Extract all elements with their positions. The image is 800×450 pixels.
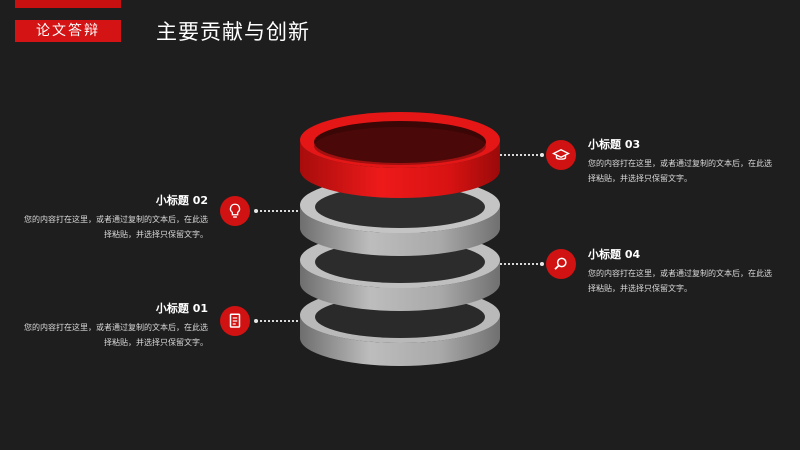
section-tag: 论文答辩 bbox=[15, 20, 121, 42]
item-03-body: 您的内容打在这里，或者通过复制的文本后，在此选择粘贴，并选择只保留文字。 bbox=[588, 159, 772, 183]
item-03: 小标题 03 您的内容打在这里，或者通过复制的文本后，在此选择粘贴，并选择只保留… bbox=[588, 136, 778, 186]
graduation-cap-icon bbox=[546, 140, 576, 170]
item-02: 小标题 02 您的内容打在这里，或者通过复制的文本后，在此选择粘贴，并选择只保留… bbox=[18, 192, 208, 242]
connector-04-end bbox=[540, 262, 544, 266]
connector-01 bbox=[256, 320, 298, 322]
magnifier-icon bbox=[546, 249, 576, 279]
item-04-body: 您的内容打在这里，或者通过复制的文本后，在此选择粘贴，并选择只保留文字。 bbox=[588, 269, 772, 293]
header-accent-bar bbox=[15, 0, 121, 8]
item-02-heading: 小标题 02 bbox=[155, 194, 208, 207]
item-01: 小标题 01 您的内容打在这里，或者通过复制的文本后，在此选择粘贴，并选择只保留… bbox=[18, 300, 208, 350]
page-title: 主要贡献与创新 bbox=[156, 20, 310, 44]
document-icon bbox=[220, 306, 250, 336]
item-03-heading: 小标题 03 bbox=[588, 138, 641, 151]
connector-03-end bbox=[540, 153, 544, 157]
connector-03 bbox=[500, 154, 542, 156]
connector-02 bbox=[256, 210, 298, 212]
ring-1-highlight bbox=[300, 112, 500, 198]
item-04-heading: 小标题 04 bbox=[588, 248, 641, 261]
item-01-body: 您的内容打在这里，或者通过复制的文本后，在此选择粘贴，并选择只保留文字。 bbox=[24, 323, 208, 347]
connector-02-end bbox=[254, 209, 258, 213]
lightbulb-icon bbox=[220, 196, 250, 226]
item-01-heading: 小标题 01 bbox=[155, 302, 208, 315]
stacked-rings-graphic bbox=[300, 112, 500, 366]
item-04: 小标题 04 您的内容打在这里，或者通过复制的文本后，在此选择粘贴，并选择只保留… bbox=[588, 246, 778, 296]
connector-01-end bbox=[254, 319, 258, 323]
item-02-body: 您的内容打在这里，或者通过复制的文本后，在此选择粘贴，并选择只保留文字。 bbox=[24, 215, 208, 239]
connector-04 bbox=[500, 263, 542, 265]
